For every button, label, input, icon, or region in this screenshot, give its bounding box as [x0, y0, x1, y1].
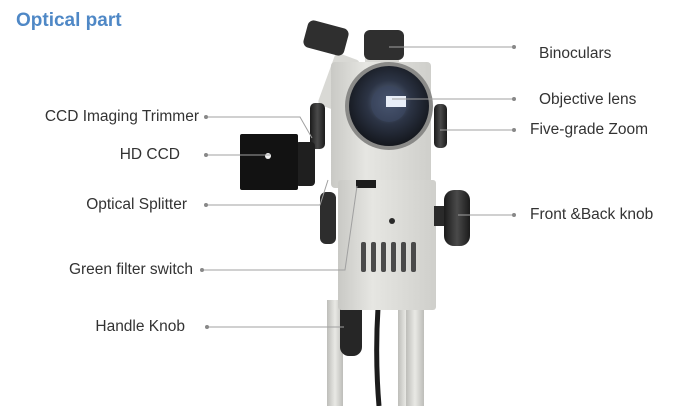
front-back-knob — [434, 190, 470, 246]
label-green-filter-switch: Green filter switch — [68, 261, 193, 278]
label-hd-ccd: HD CCD — [119, 146, 180, 163]
label-binoculars: Binoculars — [539, 45, 612, 62]
label-optical-splitter: Optical Splitter — [86, 196, 187, 213]
leader-dots — [200, 45, 516, 329]
handle-knob — [340, 300, 362, 356]
cable — [374, 307, 382, 406]
label-objective-lens: Objective lens — [539, 91, 637, 108]
leader-lines — [203, 46, 513, 328]
vent-grille — [361, 242, 416, 272]
label-handle-knob: Handle Knob — [95, 318, 185, 335]
optical-splitter — [320, 192, 336, 244]
green-filter-switch — [356, 180, 376, 188]
lower-body — [338, 180, 436, 310]
hd-ccd-camera — [240, 134, 315, 190]
diagram-title: Optical part — [16, 10, 122, 31]
label-front-back-knob: Front &Back knob — [530, 206, 654, 223]
five-grade-zoom — [310, 103, 447, 149]
label-ccd-imaging-trimmer: CCD Imaging Trimmer — [44, 108, 199, 125]
objective-lens — [345, 62, 433, 150]
label-five-grade-zoom: Five-grade Zoom — [530, 121, 649, 138]
